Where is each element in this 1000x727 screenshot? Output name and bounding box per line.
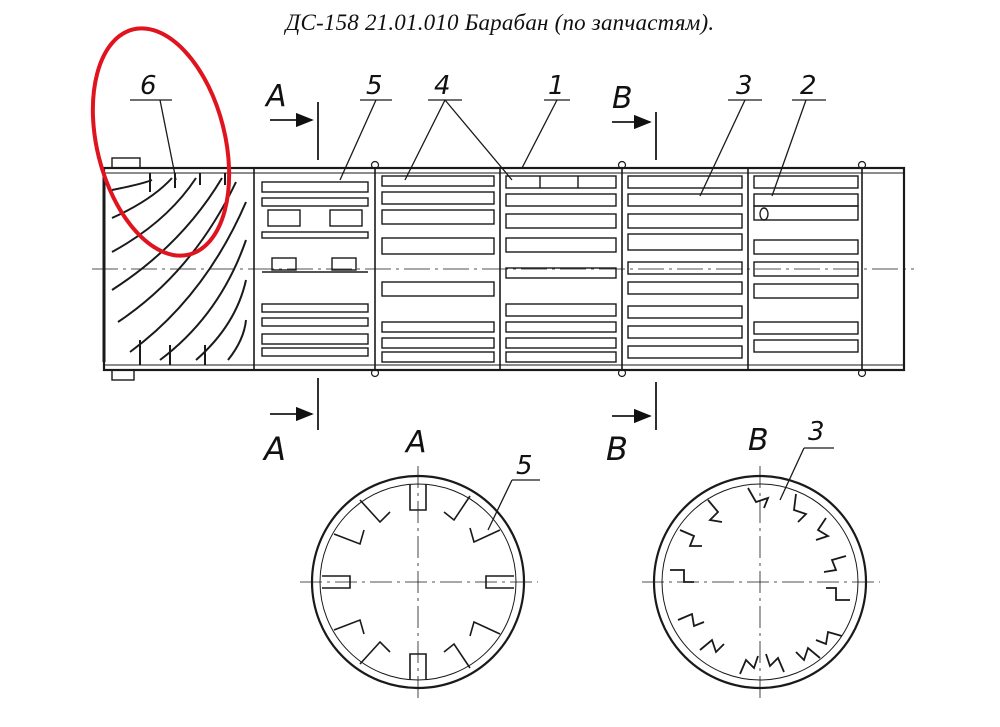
- part-label-1: 1: [548, 71, 565, 101]
- labels: 6 A 5 4 1 B 3 2 A B A 5 B 3: [140, 71, 825, 481]
- highlight-ellipse: [90, 26, 232, 258]
- part-label-2: 2: [800, 71, 817, 101]
- section-4-plates: [381, 175, 495, 363]
- cross-section-a: [300, 466, 540, 700]
- drum-side-view: [92, 99, 914, 430]
- section-label-b-top: B: [612, 81, 633, 116]
- section-label-a-top: A: [264, 79, 287, 114]
- section-6-blades: [111, 173, 247, 365]
- drawing-title: ДС-158 21.01.010 Барабан (по запчастям).: [285, 10, 715, 35]
- part-label-5: 5: [366, 71, 383, 101]
- section-label-b-bottom: B: [606, 430, 628, 468]
- cross-section-b: [642, 447, 880, 700]
- section-markers: [270, 102, 657, 430]
- part-label-3: 3: [736, 71, 753, 101]
- part-label-4: 4: [434, 71, 451, 101]
- section-label-a-bottom: A: [262, 430, 286, 468]
- section-5-plates: [261, 181, 369, 357]
- section-3-plates: [627, 175, 743, 359]
- leader-lines: [130, 99, 826, 197]
- part-label-3-section: 3: [808, 417, 825, 447]
- part-label-5-section: 5: [516, 451, 533, 481]
- cross-section-b-title: B: [748, 423, 769, 458]
- part-label-6: 6: [140, 71, 157, 101]
- section-1-plates: [505, 175, 617, 363]
- cross-section-a-title: A: [404, 425, 427, 460]
- section-2-plates: [753, 175, 859, 353]
